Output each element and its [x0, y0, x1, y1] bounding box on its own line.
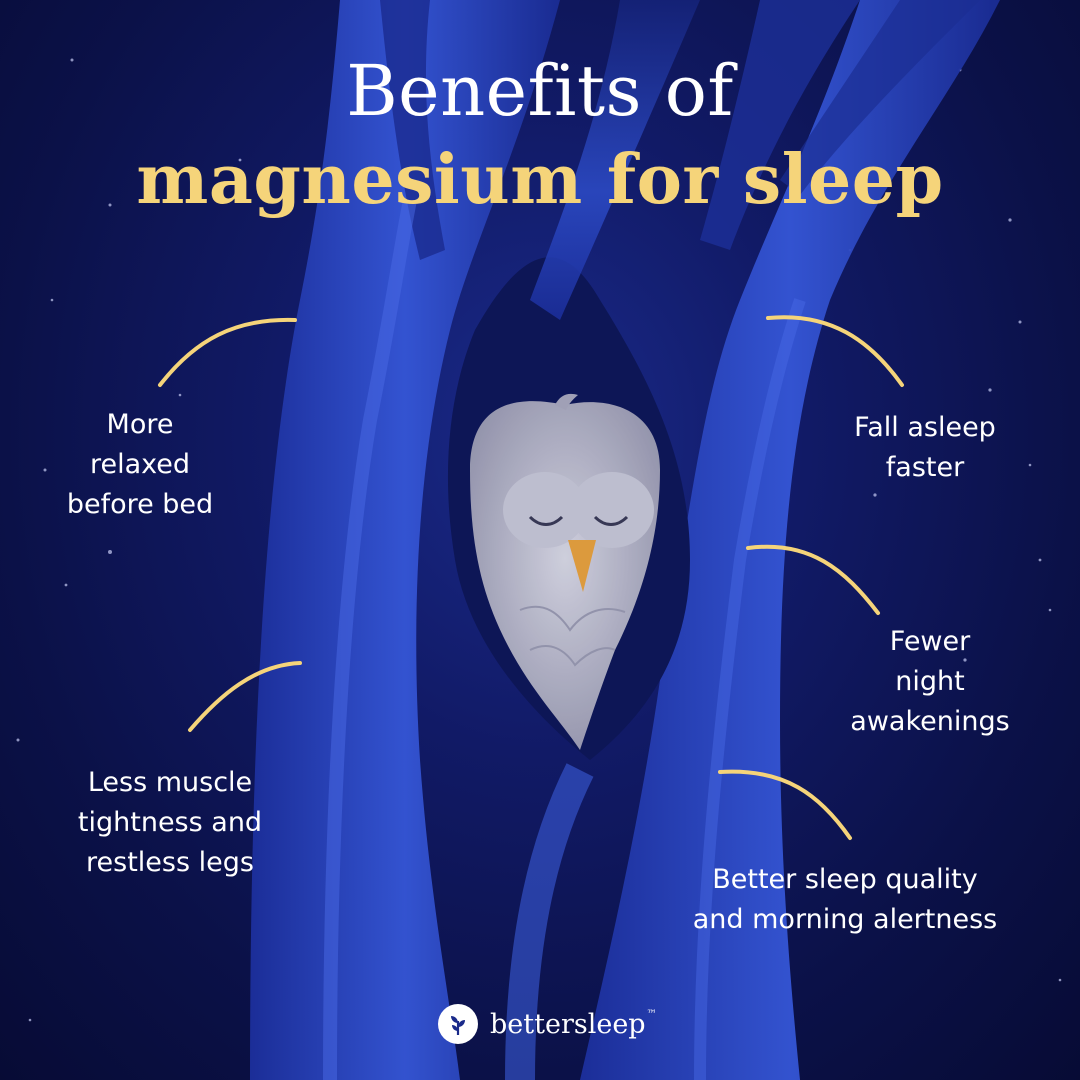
- brand-wordmark: bettersleep: [490, 1008, 646, 1040]
- benefit-text-line: faster: [885, 452, 965, 483]
- benefit-text-line: before bed: [66, 489, 214, 520]
- owl-beak: [568, 540, 596, 592]
- benefit-better-sleep-quality: Better sleep quality and morning alertne…: [660, 860, 1030, 940]
- tree-branch-far-right: [700, 0, 860, 250]
- benefit-less-muscle-tightness: Less muscle tightness and restless legs: [50, 763, 290, 883]
- benefit-text-line: restless legs: [86, 847, 254, 878]
- benefit-text-line: and morning alertness: [692, 904, 998, 935]
- owl: [470, 393, 660, 750]
- brand-logo[interactable]: bettersleep™: [438, 1003, 657, 1045]
- benefit-text-line: night: [895, 666, 965, 697]
- curve-awakenings: [746, 544, 880, 615]
- benefit-text-line: tightness and: [77, 807, 263, 838]
- benefit-fewer-awakenings: Fewer night awakenings: [825, 622, 1035, 742]
- benefit-text-line: Fall asleep: [854, 412, 996, 443]
- benefit-text-line: awakenings: [850, 706, 1010, 737]
- tree-trunk-left: [250, 0, 560, 1080]
- benefit-more-relaxed: More relaxed before bed: [40, 405, 240, 525]
- accent-curves: [158, 315, 904, 840]
- curve-fall-asleep: [766, 315, 904, 387]
- tree-branch-diagonal: [780, 0, 980, 195]
- benefit-text-line: Fewer: [889, 626, 971, 657]
- leaf-sprout-icon: [438, 1004, 478, 1044]
- trademark-symbol: ™: [646, 1008, 657, 1020]
- tree-trunk-right: [580, 0, 1000, 1080]
- title-line-1: Benefits of: [346, 50, 734, 132]
- title-line-2: magnesium for sleep: [136, 140, 944, 220]
- tree-branch-right: [530, 0, 700, 320]
- benefit-text-line: Less muscle: [87, 767, 253, 798]
- benefit-text-line: More: [106, 409, 174, 440]
- curve-quality: [718, 769, 852, 840]
- benefit-text-line: relaxed: [89, 449, 191, 480]
- brand-name: bettersleep™: [490, 1009, 657, 1040]
- curve-muscle: [188, 661, 302, 732]
- benefit-fall-asleep-faster: Fall asleep faster: [810, 408, 1040, 488]
- tree-branch-left: [380, 0, 445, 260]
- curve-relaxed: [158, 317, 297, 387]
- benefit-text-line: Better sleep quality: [712, 864, 978, 895]
